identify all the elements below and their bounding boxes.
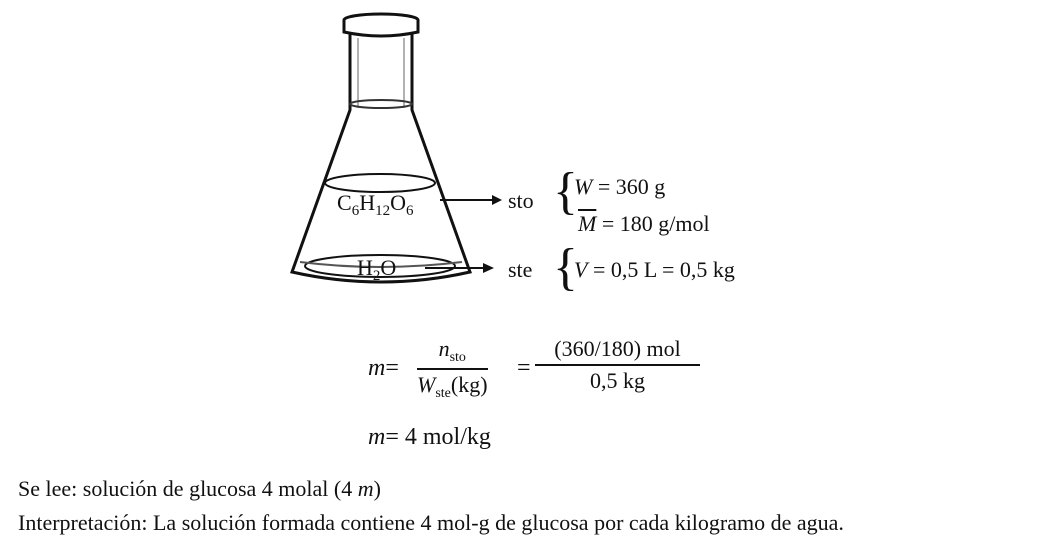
solvent-volume: V = 0,5 L = 0,5 kg: [574, 257, 735, 282]
reading-line: Se lee: solución de glucosa 4 molal (4 m…: [18, 476, 381, 501]
result-line: m= 4 mol/kg: [368, 424, 491, 450]
fraction-numeric: (360/180) mol 0,5 kg: [535, 336, 700, 394]
solute-formula-label: C6H12O6: [337, 190, 414, 219]
solvent-brace: {: [553, 239, 578, 296]
fraction-moles-over-mass: nsto Wste(kg): [417, 336, 488, 401]
solute-mass: W = 360 g: [574, 174, 666, 199]
solvent-abbr: ste: [508, 257, 533, 282]
erlenmeyer-flask-illustration: [290, 12, 502, 284]
solvent-formula-label: H2O: [357, 255, 397, 284]
solute-brace: {: [553, 163, 578, 220]
formula-lhs: m=: [368, 355, 399, 381]
solute-molar-mass: M = 180 g/mol: [578, 211, 710, 236]
solute-abbr: sto: [508, 188, 534, 213]
formula-eq-2: =: [517, 355, 531, 381]
interpretation-line: Interpretación: La solución formada cont…: [18, 510, 844, 535]
